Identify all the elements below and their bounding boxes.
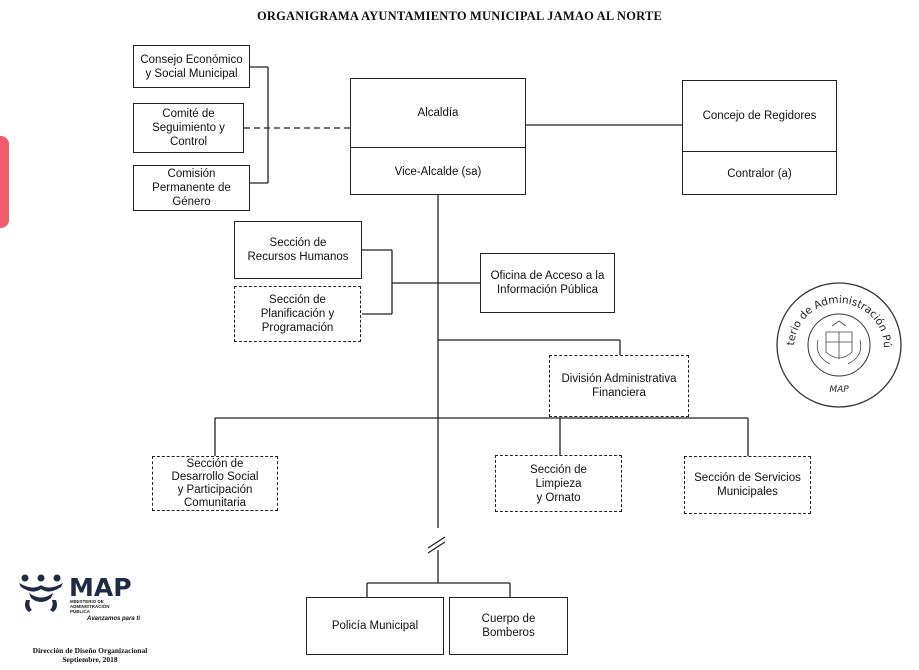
break-mark-1: [427, 536, 446, 549]
map-logo-icon: MAP: [19, 573, 132, 612]
break-mark-2: [427, 541, 446, 554]
ministry-seal-icon: Ministerio de Administración Pública MAP: [774, 280, 902, 408]
concejo-regidores-box: Concejo de Regidores Contralor (a): [682, 80, 837, 195]
alcaldia-box: Alcaldía Vice-Alcalde (sa): [350, 78, 526, 195]
credit-date: Septiembre, 2018: [62, 655, 118, 664]
logo-tagline: Avanzamos para ti: [87, 616, 141, 622]
chart-title: ORGANIGRAMA AYUNTAMIENTO MUNICIPAL JAMAO…: [256, 9, 663, 23]
alcaldia-label: Alcaldía: [417, 107, 459, 119]
policia-municipal-box: Policía Municipal: [306, 597, 444, 655]
logo-subtext: MINISTERIO DE ADMINISTRACIÓN PÚBLICA: [70, 599, 110, 614]
svg-text:MAP: MAP: [829, 385, 849, 395]
vice-alcalde-label: Vice-Alcalde (sa): [394, 165, 482, 178]
contralor-label: Contralor (a): [727, 167, 792, 180]
credit-department: Dirección de Diseño Organizacional: [32, 646, 148, 655]
svg-text:MAP: MAP: [69, 573, 132, 602]
edge-accent-bar: [0, 136, 9, 228]
concejo-regidores-label: Concejo de Regidores: [702, 110, 817, 122]
cuerpo-bomberos-box: Cuerpo de Bomberos: [449, 597, 568, 655]
